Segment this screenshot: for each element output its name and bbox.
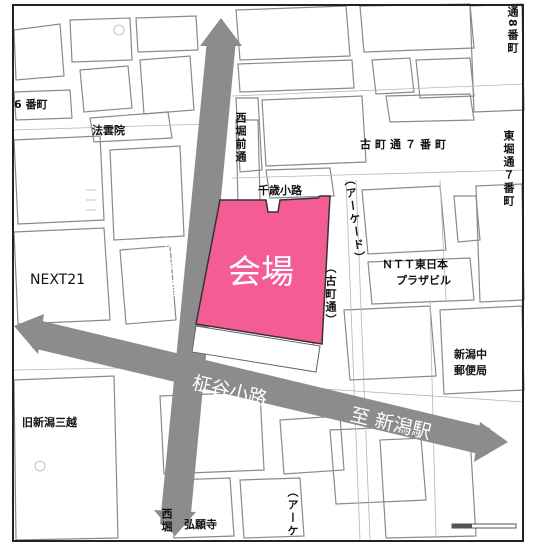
scale-bar bbox=[451, 523, 517, 529]
road-bottom-arrow bbox=[154, 510, 196, 536]
higashibori-7-label: 東堀通７番町 bbox=[502, 130, 515, 208]
road-right-arrow bbox=[474, 422, 508, 462]
nishibori-bottom-label: 西堀 bbox=[160, 508, 173, 534]
base-map-thin-lines bbox=[13, 24, 525, 541]
chitose-koji-label: 千歳小路 bbox=[258, 184, 302, 197]
top-right-street-label: 通8番町 bbox=[506, 6, 519, 55]
next21-label: NEXT21 bbox=[30, 272, 86, 288]
road-top-arrow bbox=[200, 18, 242, 46]
venue-lower-block bbox=[191, 325, 321, 373]
rokuban-cho-label: 6 番町 bbox=[14, 98, 48, 111]
venue-building bbox=[195, 195, 331, 345]
ntt-plaza-label: プラザビル bbox=[396, 274, 451, 287]
post-office-sub-label: 郵便局 bbox=[454, 364, 487, 377]
ntt-label: ＮＴＴ東日本 bbox=[382, 258, 448, 271]
masuya-koji-road bbox=[32, 320, 490, 455]
arcade-bottom-label: （アーケ bbox=[286, 486, 299, 538]
gufuku-temple-label: 弘願寺 bbox=[184, 518, 217, 531]
nishibori-dori-road bbox=[160, 40, 236, 524]
nishibori-mae-dori-label: 西堀前通 bbox=[234, 112, 247, 164]
old-mitsukoshi-label: 旧新潟三越 bbox=[22, 416, 77, 429]
furumachi-dori-label: （古町通） bbox=[324, 262, 337, 327]
hounin-label: 法雲院 bbox=[92, 124, 125, 137]
post-office-label: 新潟中 bbox=[454, 348, 487, 361]
furumachi-7-label: 古町通７番町 bbox=[360, 138, 450, 151]
venue-label: 会場 bbox=[228, 252, 294, 291]
road-left-arrow bbox=[14, 314, 44, 354]
